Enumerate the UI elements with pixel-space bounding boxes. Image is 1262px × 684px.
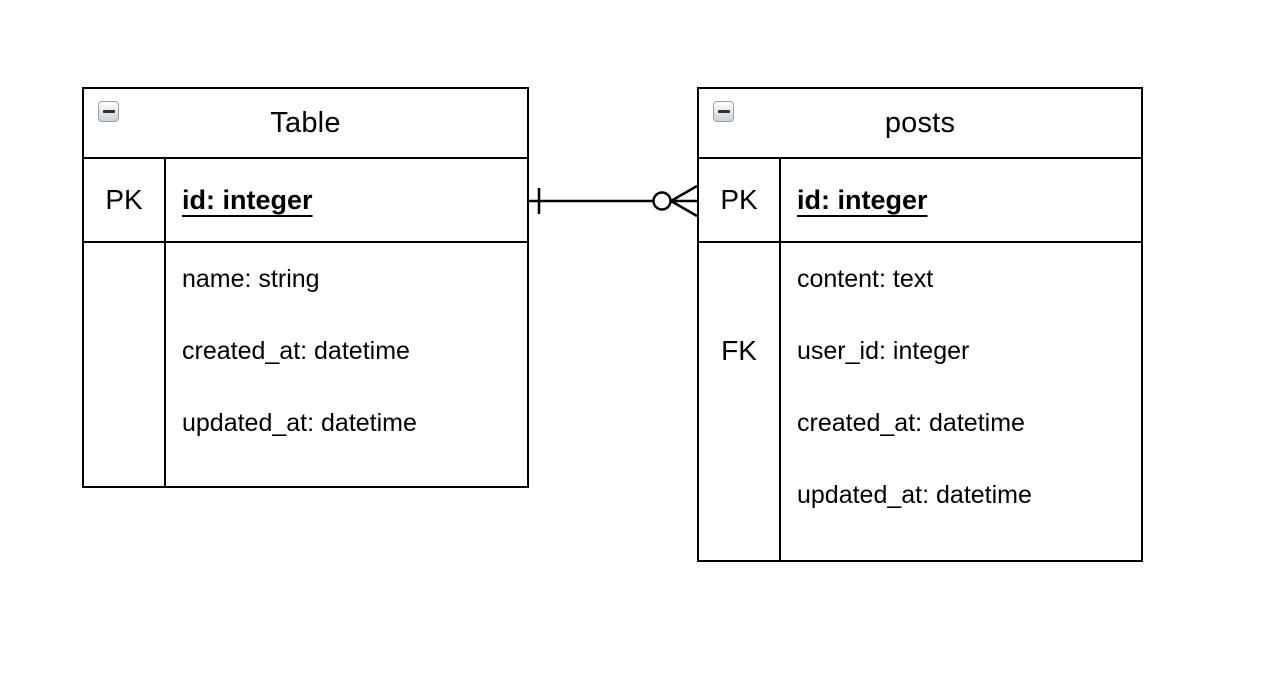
- table-header: Table: [84, 89, 527, 159]
- collapse-button[interactable]: [713, 101, 734, 122]
- key-label: [84, 315, 164, 387]
- cardinality-zero-circle: [652, 191, 672, 211]
- key-label: [699, 387, 779, 459]
- key-column: FK: [699, 243, 781, 560]
- key-label: [699, 243, 779, 315]
- entity-table[interactable]: Table PK id: integer name: string create…: [82, 87, 529, 488]
- fk-key-label: FK: [721, 335, 757, 366]
- field-row[interactable]: name: string: [166, 243, 527, 315]
- table-header: posts: [699, 89, 1141, 159]
- pk-field: id: integer: [182, 184, 313, 215]
- table-body: FK content: text user_id: integer create…: [699, 243, 1141, 560]
- field-name: user_id: integer: [797, 336, 970, 365]
- pk-key-label: PK: [84, 159, 166, 241]
- key-column: [84, 243, 166, 486]
- field-name: name: string: [182, 264, 320, 293]
- collapse-button[interactable]: [98, 101, 119, 122]
- crows-foot-top: [670, 184, 698, 203]
- table-title: Table: [270, 106, 341, 139]
- key-label: [84, 387, 164, 459]
- relationship-line[interactable]: [529, 184, 698, 218]
- table-body: name: string created_at: datetime update…: [84, 243, 527, 486]
- field-name: created_at: datetime: [182, 336, 410, 365]
- field-row[interactable]: created_at: datetime: [781, 387, 1141, 459]
- field-name: updated_at: datetime: [797, 480, 1032, 509]
- field-name: content: text: [797, 264, 934, 293]
- pk-row[interactable]: PK id: integer: [699, 159, 1141, 243]
- field-row[interactable]: user_id: integer: [781, 315, 1141, 387]
- minus-icon: [717, 110, 730, 113]
- field-column: content: text user_id: integer created_a…: [781, 243, 1141, 560]
- field-row[interactable]: updated_at: datetime: [781, 459, 1141, 531]
- crows-foot-bottom: [670, 199, 698, 218]
- table-title: posts: [884, 106, 956, 139]
- field-row[interactable]: updated_at: datetime: [166, 387, 527, 459]
- pk-row[interactable]: PK id: integer: [84, 159, 527, 243]
- key-label: [699, 459, 779, 531]
- pk-field: id: integer: [797, 184, 928, 215]
- field-row[interactable]: content: text: [781, 243, 1141, 315]
- field-column: name: string created_at: datetime update…: [166, 243, 527, 486]
- field-name: created_at: datetime: [797, 408, 1025, 437]
- pk-key-label: PK: [699, 159, 781, 241]
- field-name: updated_at: datetime: [182, 408, 417, 437]
- entity-posts[interactable]: posts PK id: integer FK content: text us…: [697, 87, 1143, 562]
- field-row[interactable]: created_at: datetime: [166, 315, 527, 387]
- key-label: [84, 243, 164, 315]
- minus-icon: [102, 110, 115, 113]
